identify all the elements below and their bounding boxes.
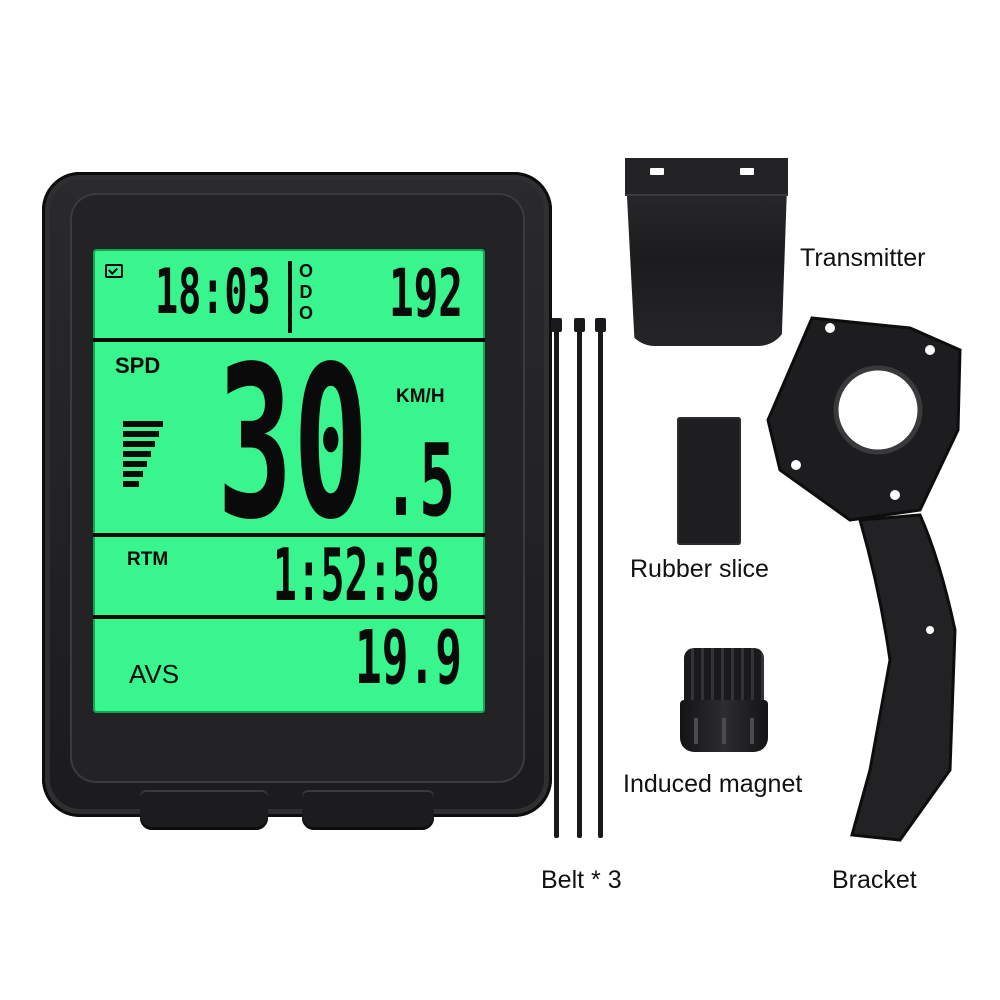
bracket <box>766 316 962 842</box>
odo-value: 192 <box>389 255 463 332</box>
speed-decimal: .5 <box>383 422 456 539</box>
lcd-screen: 18:03 ODO 192 SPD 30 KM/H .5 RTM 1:52:58… <box>93 249 485 713</box>
rubber-slice-caption: Rubber slice <box>630 555 769 583</box>
row-divider-2 <box>93 533 485 537</box>
top-divider <box>288 261 292 333</box>
odo-label: ODO <box>298 261 313 323</box>
speed-unit: KM/H <box>396 386 445 407</box>
spd-label: SPD <box>115 353 161 378</box>
transmitter-slot <box>650 168 664 175</box>
transmitter-slot <box>740 168 754 175</box>
row-divider-3 <box>93 615 485 619</box>
bracket-caption: Bracket <box>832 866 917 894</box>
transmitter-caption: Transmitter <box>800 244 926 272</box>
ride-time-readout: 1:52:58 <box>273 533 440 617</box>
row-divider-1 <box>93 338 485 342</box>
clock-readout: 18:03 <box>155 255 271 328</box>
right-button[interactable] <box>302 790 434 830</box>
checkbox-icon <box>105 264 123 278</box>
rtm-label: RTM <box>127 549 169 570</box>
avs-label: AVS <box>129 659 180 689</box>
avg-speed-readout: 19.9 <box>355 615 462 701</box>
induced-magnet-caption: Induced magnet <box>623 770 803 798</box>
left-button[interactable] <box>140 790 268 830</box>
rubber-slice <box>677 417 741 545</box>
speed-main: 30 <box>217 321 369 566</box>
belt-caption: Belt * 3 <box>541 866 622 894</box>
magnet-cap <box>684 648 764 708</box>
transmitter-top <box>625 158 788 196</box>
